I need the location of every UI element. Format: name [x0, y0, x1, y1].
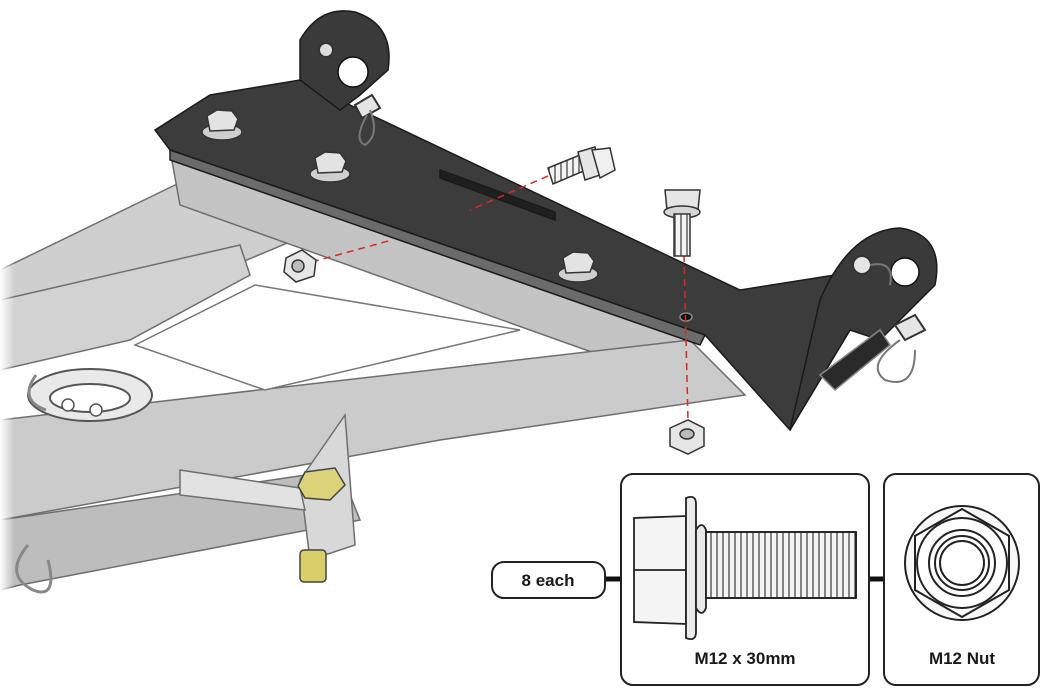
hitch-pin-left: [318, 42, 382, 147]
plate-nuts: [201, 109, 599, 283]
quantity-callout: 8 each: [491, 561, 606, 599]
guide-lines: [311, 175, 689, 421]
loose-nut-bottom: [669, 419, 705, 455]
flange-bolt-icon: [633, 495, 857, 641]
guide-line-horizontal-bolt: [469, 175, 549, 211]
fade-overlay: [0, 180, 160, 610]
nut-size-label: M12 Nut: [929, 649, 995, 668]
bolt-size-label: M12 x 30mm: [694, 649, 795, 668]
plate-nut: [309, 151, 351, 183]
pivot-stud: [299, 549, 327, 583]
plate-nut: [557, 251, 599, 283]
hitch-pin-right: [852, 255, 927, 383]
plate-slot: [439, 168, 556, 222]
loose-bolt-horizontal: [547, 146, 616, 186]
pivot-nut: [297, 467, 346, 501]
bolt-detail-box: M12 x 30mm: [620, 473, 870, 686]
guide-line-vertical-bolt: [683, 254, 689, 421]
ear-latch: [818, 328, 892, 392]
left-ear-hole: [337, 56, 369, 88]
guide-line-left-nut: [311, 239, 393, 263]
plate-nut: [201, 109, 243, 141]
mount-plate-edge: [169, 148, 707, 346]
nut-detail-box: M12 Nut: [883, 473, 1040, 686]
flange-nut-icon: [904, 505, 1020, 621]
loose-bolt-vertical: [663, 189, 701, 257]
frame-opening: [133, 284, 521, 391]
right-ear-hole: [890, 257, 920, 287]
pivot-link: [179, 469, 306, 511]
quantity-label: 8 each: [522, 571, 575, 590]
hitch-pins: [318, 42, 927, 383]
loose-nut-left: [283, 249, 317, 283]
